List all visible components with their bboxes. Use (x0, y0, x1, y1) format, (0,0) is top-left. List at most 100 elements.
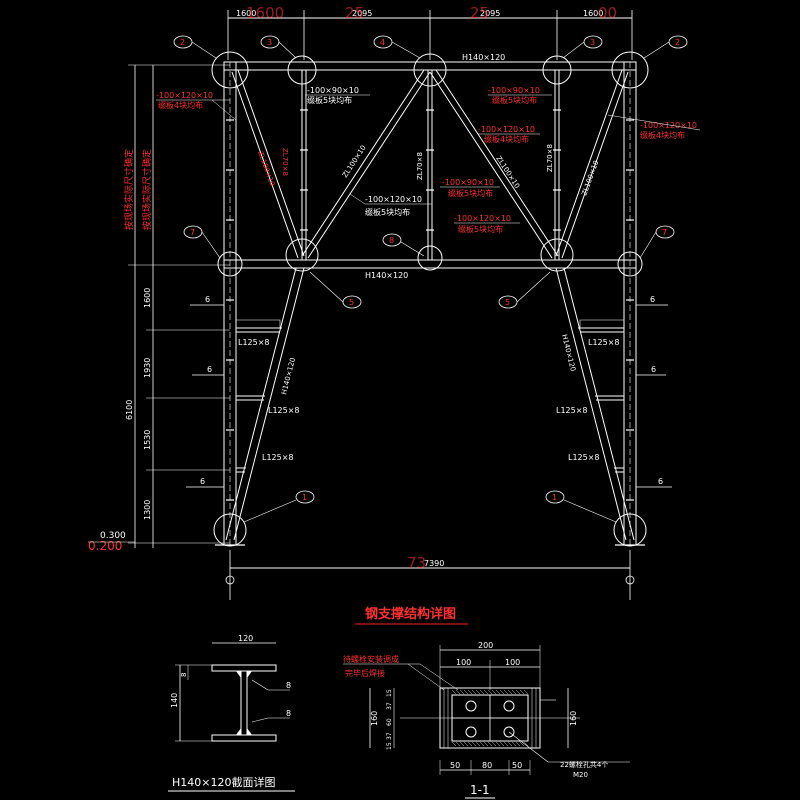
elevation-0300: 0.300 (100, 531, 126, 541)
tag-1-left: 1 (243, 490, 315, 523)
svg-text:8: 8 (389, 236, 394, 245)
tag-5-right: 5 (498, 271, 551, 309)
detail-note-a: 待螺栓安装调成 (343, 654, 399, 664)
svg-text:缀板4块均布: 缀板4块均布 (158, 100, 203, 110)
svg-text:1: 1 (302, 493, 307, 502)
svg-text:8: 8 (286, 709, 291, 718)
svg-text:缀板4块均布: 缀板4块均布 (640, 130, 685, 140)
tag-3-top: 3 (260, 35, 297, 59)
detail-bolt-note: 22螺栓孔共4个 (560, 760, 608, 769)
svg-text:2: 2 (675, 38, 680, 47)
svg-text:-100×90×10: -100×90×10 (488, 86, 540, 95)
tag-7-right: 7 (639, 225, 675, 259)
tag-3-top-right: 3 (562, 35, 603, 59)
svg-text:-100×120×10: -100×120×10 (478, 125, 535, 134)
label-l125-4: L125×8 (588, 338, 620, 347)
label-l125-2: L125×8 (268, 406, 300, 415)
svg-text:缀板5块均布: 缀板5块均布 (458, 224, 503, 234)
svg-text:-100×90×10: -100×90×10 (307, 86, 359, 95)
svg-text:缀板5块均布: 缀板5块均布 (492, 95, 537, 105)
svg-text:4: 4 (380, 38, 385, 47)
dim-left-vertical-a: 按现场实际尺寸确定 (123, 149, 135, 230)
dim-left-total: 6100 (125, 400, 134, 420)
svg-text:120: 120 (238, 634, 253, 643)
label-l125-6: L125×8 (568, 453, 600, 462)
svg-text:5: 5 (505, 298, 510, 307)
svg-text:15: 15 (386, 742, 393, 750)
svg-text:160: 160 (569, 711, 578, 726)
left-dimensions: 按现场实际尺寸确定 按现场实际尺寸确定 1600 1930 1530 1300 … (88, 64, 230, 553)
svg-text:5: 5 (349, 298, 354, 307)
svg-text:缀板5块均布: 缀板5块均布 (448, 188, 493, 198)
svg-text:6: 6 (651, 365, 656, 374)
dim-top-2-large: 25 (345, 4, 364, 22)
svg-text:-100×120×10: -100×120×10 (156, 91, 213, 100)
tag-2-top-right: 2 (643, 35, 688, 59)
detail-note-b: 完毕后焊接 (345, 668, 385, 678)
label-l125-5: L125×8 (556, 406, 588, 415)
svg-text:160: 160 (370, 711, 379, 726)
dim-left-1: 1600 (143, 288, 152, 308)
svg-text:100: 100 (505, 658, 520, 667)
detail-bolt-size: M20 (573, 771, 588, 779)
label-beam-mid: H140×120 (365, 271, 408, 280)
svg-text:37: 37 (386, 702, 393, 710)
tag-2-top-left: 2 (173, 35, 217, 59)
tag-5-left: 5 (309, 271, 362, 309)
svg-text:-100×120×10: -100×120×10 (365, 195, 422, 204)
plate-callouts: -100×120×10 缀板4块均布 -100×90×10 缀板5块均布 -10… (156, 86, 701, 234)
detail-1-1: 200 100 100 160 15 37 60 37 (343, 641, 630, 799)
svg-text:100: 100 (456, 658, 471, 667)
detail-tags: 2 3 4 3 2 7 7 (173, 35, 688, 523)
dim-top-1: 1600 (236, 9, 256, 18)
detail-title: 1-1 (470, 783, 490, 797)
top-dimensions: 1600 1600 2095 25 2095 25 1600 00 (227, 4, 633, 60)
section-marks: 6 6 6 6 6 6 (186, 295, 672, 488)
dim-left-3: 1530 (143, 430, 152, 450)
svg-text:缀板5块均布: 缀板5块均布 (365, 207, 410, 217)
svg-text:3: 3 (590, 38, 595, 47)
svg-text:15: 15 (386, 689, 393, 697)
label-zl70-right: ZL70×8 (546, 144, 554, 172)
frame (215, 61, 645, 546)
svg-text:-100×90×10: -100×90×10 (442, 178, 494, 187)
tag-4-top: 4 (373, 35, 421, 59)
tag-7-left: 7 (183, 225, 221, 259)
dim-left-2: 1930 (143, 358, 152, 378)
svg-text:140: 140 (170, 693, 179, 708)
label-l125-3: L125×8 (262, 453, 294, 462)
detail-circles (211, 51, 649, 547)
svg-text:-100×120×10: -100×120×10 (640, 121, 697, 130)
svg-text:1: 1 (552, 493, 557, 502)
svg-text:80: 80 (482, 761, 492, 770)
section-title: H140×120截面详图 (172, 775, 275, 789)
svg-text:37: 37 (386, 732, 393, 740)
label-zl70-left: ZL70×8 (281, 148, 289, 176)
main-title: 钢支撑结构详图 (365, 606, 456, 622)
label-beam-top: H140×120 (462, 53, 505, 62)
svg-text:-100×120×10: -100×120×10 (454, 214, 511, 223)
svg-text:6: 6 (650, 295, 655, 304)
svg-text:60: 60 (386, 718, 393, 726)
svg-text:8: 8 (286, 681, 291, 690)
dim-top-4-large: 00 (598, 4, 617, 22)
dim-bottom: 7390 (424, 559, 444, 568)
svg-text:2: 2 (180, 38, 185, 47)
tag-8-center: 8 (382, 233, 425, 257)
h-section-detail: 120 140 8 8 8 H140×120截面详图 (168, 634, 295, 792)
svg-text:8: 8 (180, 673, 188, 677)
svg-text:7: 7 (190, 228, 195, 237)
label-l125-1: L125×8 (238, 338, 270, 347)
svg-text:6: 6 (200, 477, 205, 486)
svg-text:200: 200 (478, 641, 493, 650)
svg-text:6: 6 (205, 295, 210, 304)
svg-text:6: 6 (207, 365, 212, 374)
svg-text:缀板5块均布: 缀板5块均布 (307, 95, 352, 105)
dim-top-4: 1600 (583, 9, 603, 18)
svg-text:6: 6 (658, 477, 663, 486)
elevation-0200: 0.200 (88, 539, 122, 553)
dim-top-2: 2095 (352, 9, 372, 18)
dim-top-1-large: 1600 (246, 4, 284, 22)
